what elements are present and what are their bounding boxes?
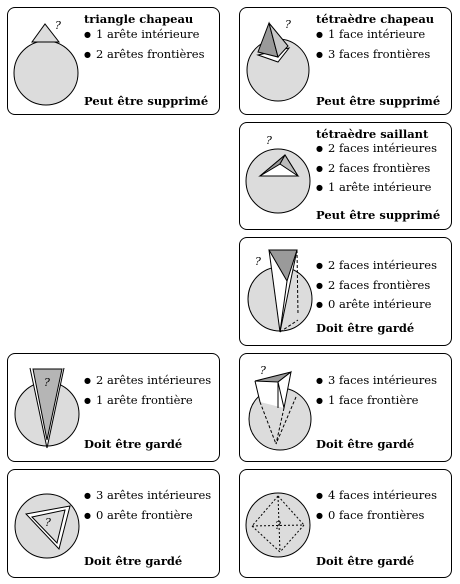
card-items: 1 face intérieure 3 faces frontières	[316, 25, 430, 64]
question-mark: ?	[285, 18, 291, 31]
question-mark: ?	[55, 19, 61, 32]
card-verdict: Doit être gardé	[316, 321, 415, 335]
card-triangle-interior: ? 3 arêtes intérieures 0 arête frontière…	[7, 469, 220, 578]
card-verdict: Doit être gardé	[84, 437, 183, 451]
list-item: 0 face frontières	[316, 506, 437, 526]
card-triangle-wedge: ? 2 arêtes intérieures 1 arête frontière…	[7, 353, 220, 462]
list-item: 2 faces intérieures	[316, 256, 437, 276]
question-mark: ?	[275, 519, 281, 532]
card-tetraedre-saillant: ? tétraèdre saillant 2 faces intérieures…	[239, 122, 452, 230]
card-items: 1 arête intérieure 2 arêtes frontières	[84, 25, 205, 64]
tetra-one-face-figure: ?	[248, 364, 312, 451]
card-verdict: Doit être gardé	[316, 437, 415, 451]
tetra-deep-wedge-figure: ?	[247, 249, 313, 333]
card-verdict: Doit être gardé	[316, 554, 415, 568]
list-item: 3 faces intérieures	[316, 371, 437, 391]
triangle-interior-figure: ?	[14, 493, 80, 559]
card-verdict: Peut être supprimé	[316, 94, 441, 108]
list-item: 2 faces frontières	[316, 159, 437, 179]
card-items: 3 arêtes intérieures 0 arête frontière	[84, 486, 211, 525]
list-item: 1 face intérieure	[316, 25, 430, 45]
list-item: 4 faces intérieures	[316, 486, 437, 506]
card-verdict: Peut être supprimé	[316, 208, 441, 222]
card-title: tétraèdre chapeau	[316, 12, 435, 26]
question-mark: ?	[266, 134, 272, 147]
list-item: 2 arêtes intérieures	[84, 371, 211, 391]
list-item: 2 faces frontières	[316, 276, 437, 296]
triangle-chapeau-figure: ?	[13, 19, 79, 106]
list-item: 2 faces intérieures	[316, 139, 437, 159]
card-tetra-one-face: ? 3 faces intérieures 1 face frontière D…	[239, 353, 452, 462]
card-verdict: Peut être supprimé	[84, 94, 209, 108]
tetra-interior-figure: ?	[245, 492, 311, 558]
list-item: 3 faces frontières	[316, 45, 430, 65]
question-mark: ?	[260, 364, 266, 377]
card-items: 4 faces intérieures 0 face frontières	[316, 486, 437, 525]
card-tetra-deep-wedge: ? 2 faces intérieures 2 faces frontières…	[239, 237, 452, 346]
question-mark: ?	[44, 376, 50, 389]
list-item: 0 arête intérieure	[316, 295, 437, 315]
card-tetra-interior: ? 4 faces intérieures 0 face frontières …	[239, 469, 452, 578]
card-items: 2 faces intérieures 2 faces frontières 1…	[316, 139, 437, 198]
card-triangle-chapeau: ? triangle chapeau 1 arête intérieure 2 …	[7, 7, 220, 115]
list-item: 1 arête intérieure	[84, 25, 205, 45]
question-mark: ?	[255, 255, 261, 268]
card-items: 2 arêtes intérieures 1 arête frontière	[84, 371, 211, 410]
list-item: 1 arête frontière	[84, 391, 211, 411]
card-items: 3 faces intérieures 1 face frontière	[316, 371, 437, 410]
card-items: 2 faces intérieures 2 faces frontières 0…	[316, 256, 437, 315]
list-item: 0 arête frontière	[84, 506, 211, 526]
list-item: 2 arêtes frontières	[84, 45, 205, 65]
card-tetraedre-chapeau: ? tétraèdre chapeau 1 face intérieure 3 …	[239, 7, 452, 115]
list-item: 1 face frontière	[316, 391, 437, 411]
list-item: 3 arêtes intérieures	[84, 486, 211, 506]
list-item: 1 arête intérieure	[316, 178, 437, 198]
question-mark: ?	[45, 516, 51, 529]
card-verdict: Doit être gardé	[84, 554, 183, 568]
tetraedre-chapeau-figure: ?	[246, 18, 310, 102]
tetraedre-saillant-figure: ?	[245, 134, 311, 214]
triangle-wedge-figure: ?	[14, 367, 80, 449]
card-title: tétraèdre saillant	[316, 127, 429, 141]
card-title: triangle chapeau	[84, 12, 194, 26]
